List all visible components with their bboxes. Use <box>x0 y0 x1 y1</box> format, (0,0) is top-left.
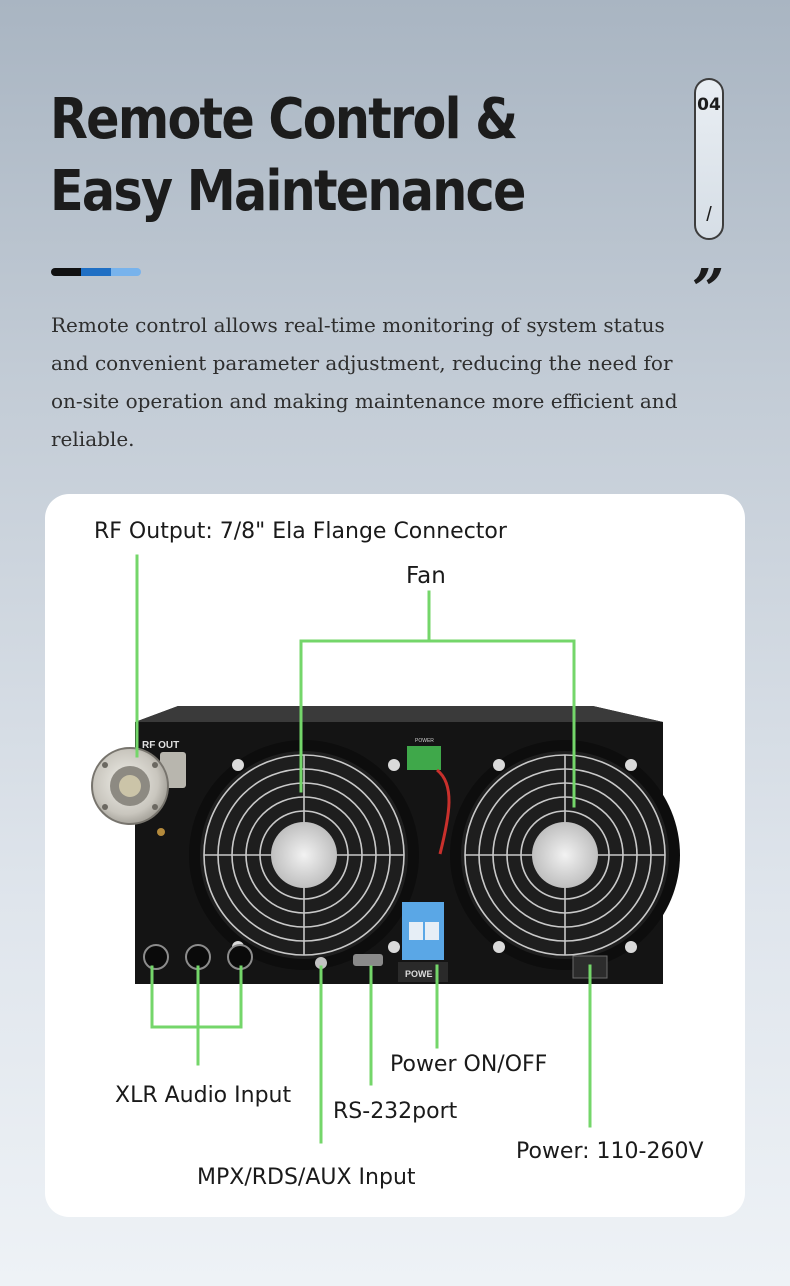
mpx-bnc-connector <box>315 957 327 969</box>
title-accent-bar <box>51 268 141 276</box>
rf-out-panel-label: RF OUT <box>142 740 179 751</box>
callout-xlr-audio-input: XLR Audio Input <box>115 1083 292 1108</box>
accent-segment-light-blue <box>111 268 141 276</box>
accent-segment-black <box>51 268 81 276</box>
right-fan <box>450 740 680 970</box>
power-terminal-block <box>407 746 441 770</box>
rf-flange-connector <box>91 747 186 825</box>
quote-mark-icon: ” <box>692 257 724 323</box>
power-switch-label: POWE <box>405 969 433 979</box>
page-indicator: 04 / <box>694 78 724 240</box>
callout-fan: Fan <box>406 563 446 589</box>
power-switch <box>398 902 448 982</box>
page-number: 04 <box>697 95 721 115</box>
page-title: Remote Control & Easy Maintenance <box>50 84 526 228</box>
device-rear-panel-diagram: RF OUT POWER <box>91 554 680 1144</box>
page-title-line-2: Easy Maintenance <box>50 159 526 224</box>
page-title-line-1: Remote Control & <box>50 87 518 152</box>
diagram-card: RF OUT POWER <box>45 494 745 1217</box>
callout-lines <box>135 554 592 1144</box>
accent-segment-blue <box>81 268 111 276</box>
description-text: Remote control allows real-time monitori… <box>51 313 678 451</box>
page-separator: / <box>706 204 712 226</box>
callout-mpx-rds-aux-input: MPX/RDS/AUX Input <box>197 1165 416 1190</box>
callout-power-supply: Power: 110-260V <box>516 1139 704 1164</box>
xlr-connectors <box>143 944 253 970</box>
rf-test-port <box>157 828 165 836</box>
callout-rf-output: RF Output: 7/8" Ela Flange Connector <box>94 519 507 544</box>
callout-rs232-port: RS-232port <box>333 1099 458 1124</box>
left-fan <box>189 740 419 970</box>
rs232-connector <box>353 954 383 966</box>
callout-power-on-off: Power ON/OFF <box>390 1052 548 1077</box>
power-terminal-label: POWER <box>415 738 434 744</box>
